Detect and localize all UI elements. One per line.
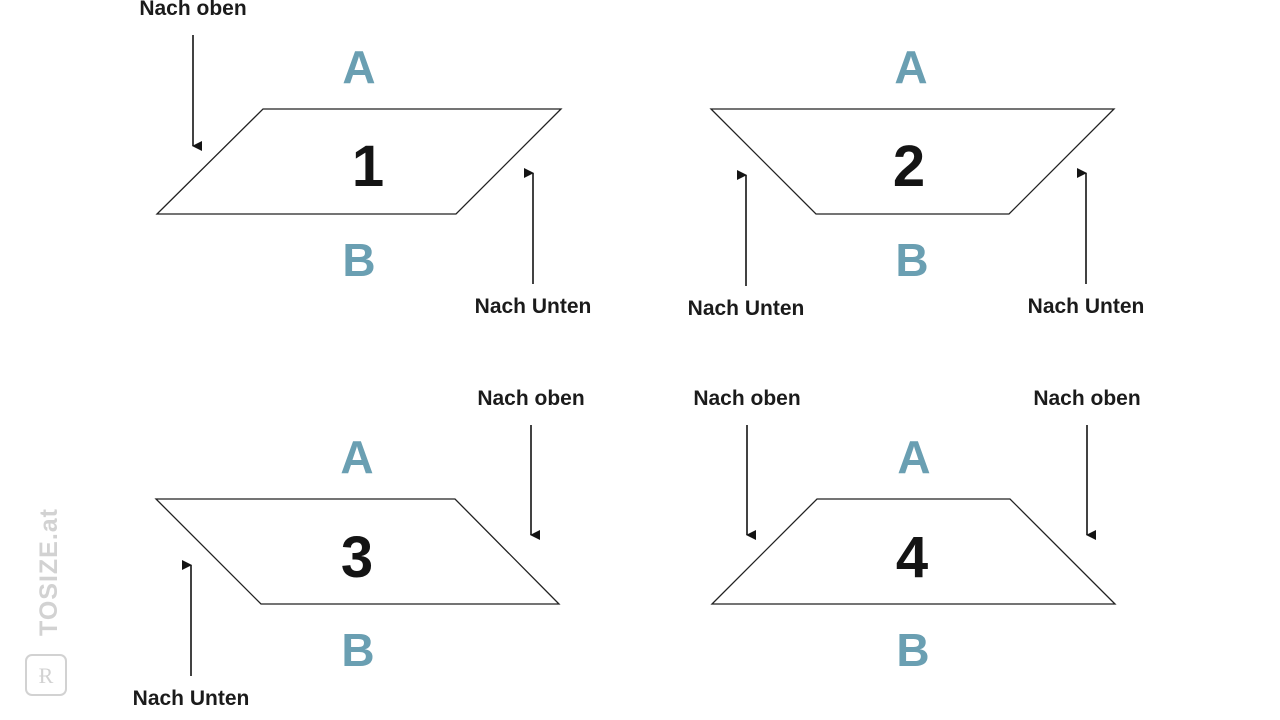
arrow-label: Nach Unten — [475, 295, 592, 318]
watermark-text: TOSIZE.at — [35, 508, 63, 636]
label-a: A — [897, 431, 930, 483]
label-b: B — [895, 234, 928, 286]
parallelogram-shape — [154, 498, 561, 605]
watermark: TOSIZE.at Ɍ — [25, 508, 67, 696]
panel-4: A 4 B Nach oben Nach oben — [693, 387, 1140, 676]
label-a: A — [340, 431, 373, 483]
arrow-label: Nach Unten — [688, 297, 805, 320]
trapezoid-shape — [710, 498, 1117, 605]
arrow-label: Nach oben — [477, 387, 584, 410]
panel-number: 1 — [352, 134, 384, 199]
panel-1: A 1 B Nach oben Nach Unten — [139, 0, 591, 318]
panel-number: 2 — [893, 134, 925, 199]
label-b: B — [341, 624, 374, 676]
trapezoid-shape — [709, 108, 1116, 215]
panel-number: 4 — [896, 525, 928, 590]
arrow-label: Nach Unten — [133, 687, 250, 710]
parallelogram-shape — [155, 108, 563, 215]
panel-3: A 3 B Nach oben Nach Unten — [133, 387, 585, 710]
label-a: A — [894, 41, 927, 93]
panel-number: 3 — [341, 525, 373, 590]
label-b: B — [342, 234, 375, 286]
arrow-label: Nach oben — [1033, 387, 1140, 410]
arrow-label: Nach Unten — [1028, 295, 1145, 318]
r-logo-icon — [25, 654, 67, 696]
label-b: B — [896, 624, 929, 676]
arrow-label: Nach oben — [693, 387, 800, 410]
panel-2: A 2 B Nach Unten Nach Unten — [688, 41, 1145, 320]
label-a: A — [342, 41, 375, 93]
arrow-label: Nach oben — [139, 0, 246, 20]
r-logo-glyph: Ɍ — [39, 663, 54, 688]
